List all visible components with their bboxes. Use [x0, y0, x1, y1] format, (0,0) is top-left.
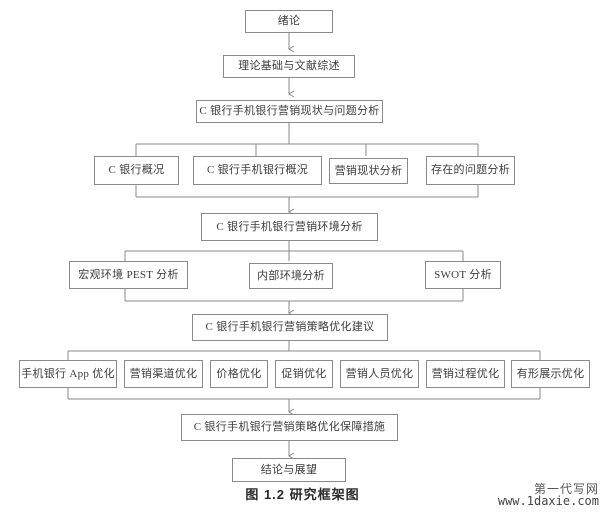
node-intro[interactable]: 绪论: [245, 10, 333, 33]
node-mobile-bank-overview-label: C 银行手机银行概况: [206, 164, 309, 177]
node-app-opt[interactable]: 手机银行 App 优化: [19, 360, 117, 388]
node-app-opt-label: 手机银行 App 优化: [21, 367, 115, 380]
node-swot-label: SWOT 分析: [434, 268, 492, 281]
watermark: 第一代写网 www.1daxie.com: [498, 483, 599, 508]
node-bank-overview-label: C 银行概况: [108, 164, 165, 177]
node-safeguards-label: C 银行手机银行营销策略优化保障措施: [193, 421, 386, 434]
node-strategy-suggestions-label: C 银行手机银行营销策略优化建议: [205, 321, 375, 334]
node-physical-opt[interactable]: 有形展示优化: [511, 360, 590, 388]
node-process-opt-label: 营销过程优化: [431, 367, 500, 380]
node-channel-opt[interactable]: 营销渠道优化: [124, 360, 203, 388]
node-internal-env[interactable]: 内部环境分析: [249, 263, 333, 289]
node-status-problem-label: C 银行手机银行营销现状与问题分析: [199, 105, 380, 118]
watermark-site-name: 第一代写网: [533, 481, 599, 496]
node-mobile-bank-overview[interactable]: C 银行手机银行概况: [193, 156, 322, 185]
node-theory[interactable]: 理论基础与文献综述: [223, 55, 355, 78]
node-promotion-opt[interactable]: 促销优化: [275, 360, 333, 388]
node-conclusion-label: 结论与展望: [260, 463, 318, 476]
node-channel-opt-label: 营销渠道优化: [129, 367, 198, 380]
node-marketing-status-label: 营销现状分析: [334, 164, 403, 177]
node-status-problem[interactable]: C 银行手机银行营销现状与问题分析: [196, 100, 383, 123]
node-process-opt[interactable]: 营销过程优化: [426, 360, 505, 388]
node-internal-env-label: 内部环境分析: [257, 269, 325, 282]
watermark-url: www.1daxie.com: [497, 494, 599, 509]
node-promotion-opt-label: 促销优化: [281, 367, 327, 380]
node-existing-problems-label: 存在的问题分析: [430, 164, 511, 177]
node-theory-label: 理论基础与文献综述: [238, 60, 340, 73]
node-people-opt-label: 营销人员优化: [345, 367, 414, 380]
node-strategy-suggestions[interactable]: C 银行手机银行营销策略优化建议: [192, 314, 388, 341]
node-existing-problems[interactable]: 存在的问题分析: [426, 156, 515, 185]
figure-caption: 图 1.2 研究框架图: [245, 487, 360, 502]
node-marketing-status[interactable]: 营销现状分析: [329, 158, 408, 184]
node-people-opt[interactable]: 营销人员优化: [340, 360, 419, 388]
node-safeguards[interactable]: C 银行手机银行营销策略优化保障措施: [181, 414, 398, 441]
node-swot[interactable]: SWOT 分析: [425, 261, 501, 289]
node-pest[interactable]: 宏观环境 PEST 分析: [69, 261, 188, 289]
node-env-analysis[interactable]: C 银行手机银行营销环境分析: [201, 213, 378, 241]
node-bank-overview[interactable]: C 银行概况: [94, 156, 179, 185]
node-pest-label: 宏观环境 PEST 分析: [78, 268, 179, 281]
node-price-opt-label: 价格优化: [216, 367, 262, 380]
node-price-opt[interactable]: 价格优化: [210, 360, 268, 388]
node-intro-label: 绪论: [277, 15, 301, 28]
node-physical-opt-label: 有形展示优化: [516, 367, 585, 380]
node-env-analysis-label: C 银行手机银行营销环境分析: [216, 220, 363, 233]
node-conclusion[interactable]: 结论与展望: [232, 458, 346, 482]
